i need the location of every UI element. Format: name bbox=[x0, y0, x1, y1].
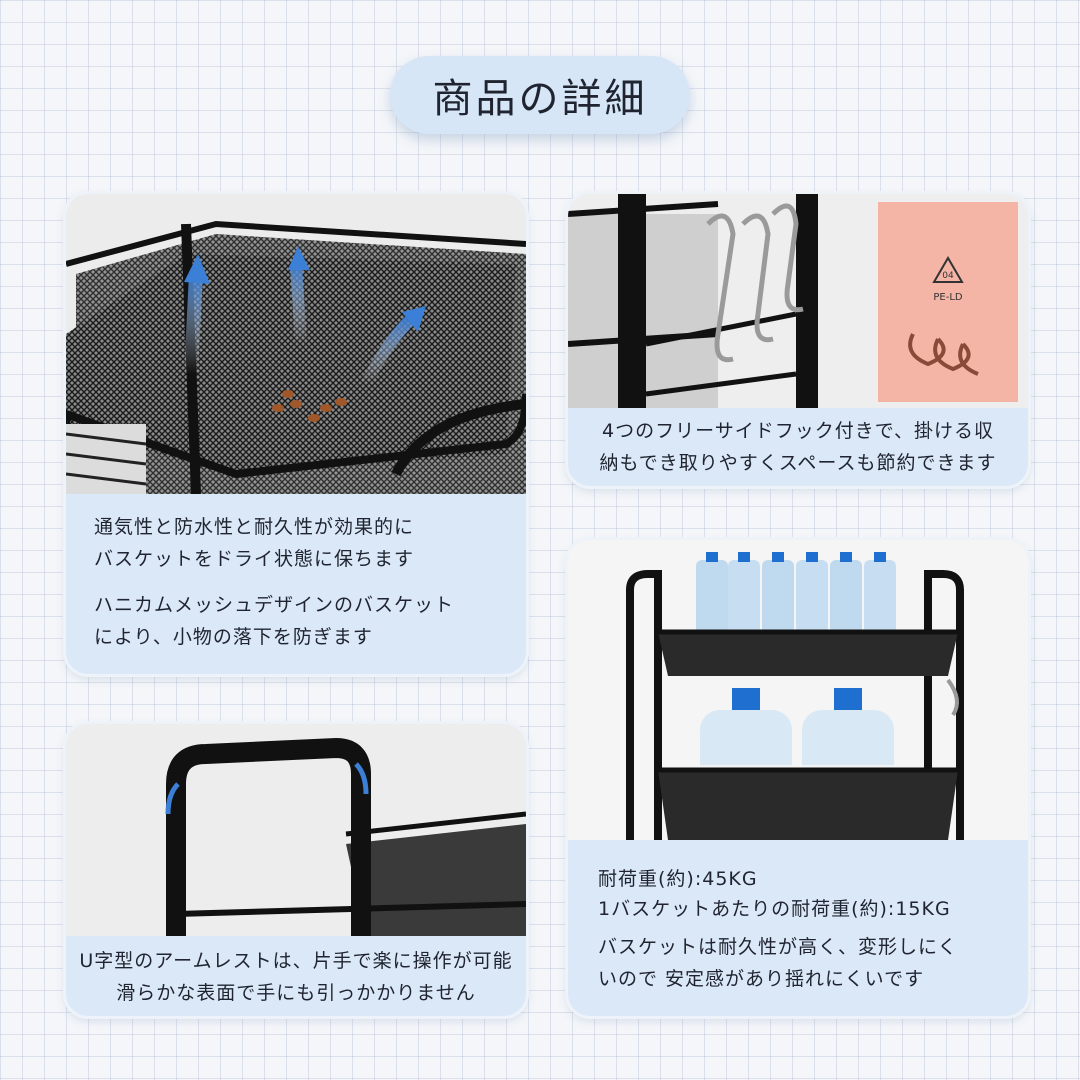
handle-card: U字型のアームレストは、片手で楽に操作が可能 滑らかな表面で手にも引っかかりませ… bbox=[66, 724, 526, 1016]
side-hooks-card: 04 PE-LD 4つのフリーサイドフック付きで、掛ける収 納もでき取りやすくス… bbox=[568, 194, 1028, 486]
load-capacity-card: 耐荷重(約):45KG 1バスケットあたりの耐荷重(約):15KG バスケットは… bbox=[568, 540, 1028, 1016]
airflow-arrows-icon bbox=[184, 246, 426, 387]
bag-label: PE-LD bbox=[933, 292, 963, 303]
hooks-caption-line1: 4つのフリーサイドフック付きで、掛ける収 bbox=[602, 420, 994, 442]
mesh-basket-card: 通気性と防水性と耐久性が効果的に バスケットをドライ状態に保ちます ハニカムメッ… bbox=[66, 194, 526, 674]
mesh-caption-line4: により、小物の落下を防ぎます bbox=[94, 626, 373, 648]
page-title: 商品の詳細 bbox=[390, 56, 690, 134]
load-spec-line1: 耐荷重(約):45KG bbox=[598, 868, 758, 890]
load-capacity-photo bbox=[568, 540, 1028, 840]
small-bottle-row bbox=[696, 552, 896, 640]
handle-caption-line2: 滑らかな表面で手にも引っかかりません bbox=[116, 982, 476, 1004]
load-caption-line1: バスケットは耐久性が高く、変形しにく bbox=[598, 936, 958, 958]
handle-caption-line1: U字型のアームレストは、片手で楽に操作が可能 bbox=[79, 950, 513, 972]
hooks-caption-line2: 納もでき取りやすくスペースも節約できます bbox=[599, 452, 997, 474]
s-hook-icon bbox=[946, 678, 959, 717]
bag-code: 04 bbox=[942, 271, 954, 281]
load-caption-line2: いので 安定感があり揺れにくいです bbox=[598, 968, 925, 990]
s-hook-icon bbox=[706, 203, 804, 363]
load-spec-line2: 1バスケットあたりの耐荷重(約):15KG bbox=[598, 898, 951, 920]
mesh-caption-line3: ハニカムメッシュデザインのバスケット bbox=[94, 594, 455, 616]
mesh-caption-line2: バスケットをドライ状態に保ちます bbox=[94, 548, 415, 570]
handle-photo bbox=[66, 724, 526, 936]
recycle-icon bbox=[932, 256, 964, 283]
mesh-caption-line1: 通気性と防水性と耐久性が効果的に bbox=[94, 516, 415, 538]
side-hooks-photo: 04 PE-LD bbox=[568, 194, 1028, 408]
mesh-basket-photo bbox=[66, 194, 526, 494]
